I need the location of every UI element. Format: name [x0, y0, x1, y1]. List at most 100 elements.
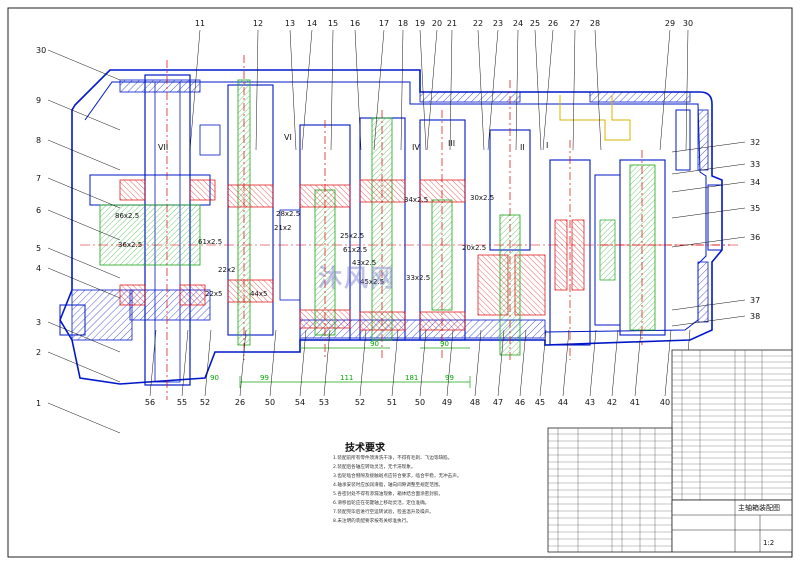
part-number-50: 50	[415, 398, 425, 407]
part-number-3: 3	[36, 318, 41, 327]
part-number-54: 54	[295, 398, 305, 407]
part-number-35: 35	[750, 204, 760, 213]
part-number-33: 33	[750, 160, 760, 169]
part-number-20: 20	[432, 19, 442, 28]
part-number-38: 38	[750, 312, 760, 321]
shaft-mid-1	[279, 120, 351, 360]
leader-line	[477, 29, 485, 151]
part-number-49: 49	[442, 398, 452, 407]
leader-line	[474, 329, 482, 397]
part-number-8: 8	[36, 136, 41, 145]
tech-req-item: 5.各密封处不得有渗漏油现象，箱体结合面涂密封胶。	[333, 492, 444, 497]
leader-line	[400, 29, 404, 151]
leader-line	[47, 402, 121, 434]
gear-label: 21x2	[274, 224, 292, 232]
part-number-2: 2	[36, 348, 41, 357]
part-number-25: 25	[530, 19, 540, 28]
part-number-17: 17	[379, 19, 389, 28]
gear-label: 20x2.5	[462, 244, 486, 252]
part-leaders	[47, 29, 746, 434]
pulley-shaft	[600, 109, 730, 345]
part-number-47: 47	[493, 398, 503, 407]
tech-req-item: 8.未注明的装配要求按有关标准执行。	[333, 519, 411, 524]
leader-line	[204, 329, 212, 397]
leader-line	[181, 329, 189, 397]
tech-req-item: 7.装配完毕后进行空运转试验，检查温升及噪声。	[333, 510, 434, 515]
shaft-label-III: III	[448, 139, 455, 148]
part-number-43: 43	[585, 398, 595, 407]
leader-line	[373, 29, 385, 151]
control-lever	[559, 95, 631, 141]
leader-line	[47, 321, 121, 353]
drawing-frame	[7, 7, 793, 558]
dimension-label: 90	[370, 340, 379, 348]
leader-line	[671, 163, 746, 175]
part-number-26: 26	[548, 19, 558, 28]
part-number-56: 56	[145, 398, 155, 407]
dimension-label: 99	[260, 374, 269, 382]
part-number-18: 18	[398, 19, 408, 28]
tech-req-item: 1.装配前所有零件须清洗干净，不得有毛刺、飞边等缺陷。	[333, 456, 453, 461]
leader-line	[47, 49, 121, 81]
leader-line	[330, 29, 334, 151]
leader-line	[47, 99, 121, 131]
leader-line	[255, 29, 259, 151]
leader-line	[149, 329, 157, 397]
leader-line	[572, 29, 576, 151]
part-number-30: 30	[683, 19, 693, 28]
leader-line	[299, 329, 307, 397]
leader-line	[47, 247, 121, 279]
part-number-12: 12	[253, 19, 263, 28]
dimension-lines	[239, 347, 471, 388]
leader-line	[323, 329, 331, 397]
leader-line	[594, 29, 602, 151]
gear-label: 45x2.5	[360, 278, 384, 286]
parts-list-left	[547, 427, 673, 553]
dimension-label: 99	[445, 374, 454, 382]
watermark: 沐风网	[318, 264, 396, 292]
gear-label: 86x2.5	[115, 212, 139, 220]
gear-label: 22x5	[205, 290, 223, 298]
leader-line	[47, 139, 121, 171]
part-number-21: 21	[447, 19, 457, 28]
shaft-vi	[199, 55, 274, 360]
leader-line	[449, 29, 453, 151]
part-number-24: 24	[513, 19, 523, 28]
parts-list-right	[671, 349, 793, 501]
leader-line	[671, 236, 746, 248]
gear-label: 34x2.5	[404, 196, 428, 204]
part-number-5: 5	[36, 244, 41, 253]
gear-label: 43x2.5	[352, 259, 376, 267]
gear-label: 61x2.5	[343, 246, 367, 254]
dimension-label: 90	[210, 374, 219, 382]
part-number-42: 42	[607, 398, 617, 407]
part-number-40: 40	[660, 398, 670, 407]
leader-line	[671, 315, 746, 327]
part-number-19: 19	[415, 19, 425, 28]
leader-line	[539, 329, 547, 397]
gear-label: 44x5	[250, 290, 268, 298]
leader-line	[47, 267, 121, 299]
part-number-26: 26	[235, 398, 245, 407]
leader-line	[515, 29, 519, 151]
dimension-label: 90	[440, 340, 449, 348]
part-number-4: 4	[36, 264, 41, 273]
leader-line	[426, 29, 438, 151]
spindle-vii	[59, 60, 216, 400]
leader-line	[497, 329, 505, 397]
gear-label: 36x2.5	[118, 241, 142, 249]
leader-line	[354, 29, 362, 151]
shaft-iii	[419, 110, 466, 360]
gear-label: 30x2.5	[470, 194, 494, 202]
title-drawing-name: 主轴箱装配图	[738, 503, 780, 512]
leader-line	[589, 329, 597, 397]
leader-line	[634, 329, 642, 397]
part-number-9: 9	[36, 96, 41, 105]
shaft-label-IV: IV	[412, 143, 420, 152]
gear-label: 28x2.5	[276, 210, 300, 218]
part-number-30: 30	[36, 46, 46, 55]
